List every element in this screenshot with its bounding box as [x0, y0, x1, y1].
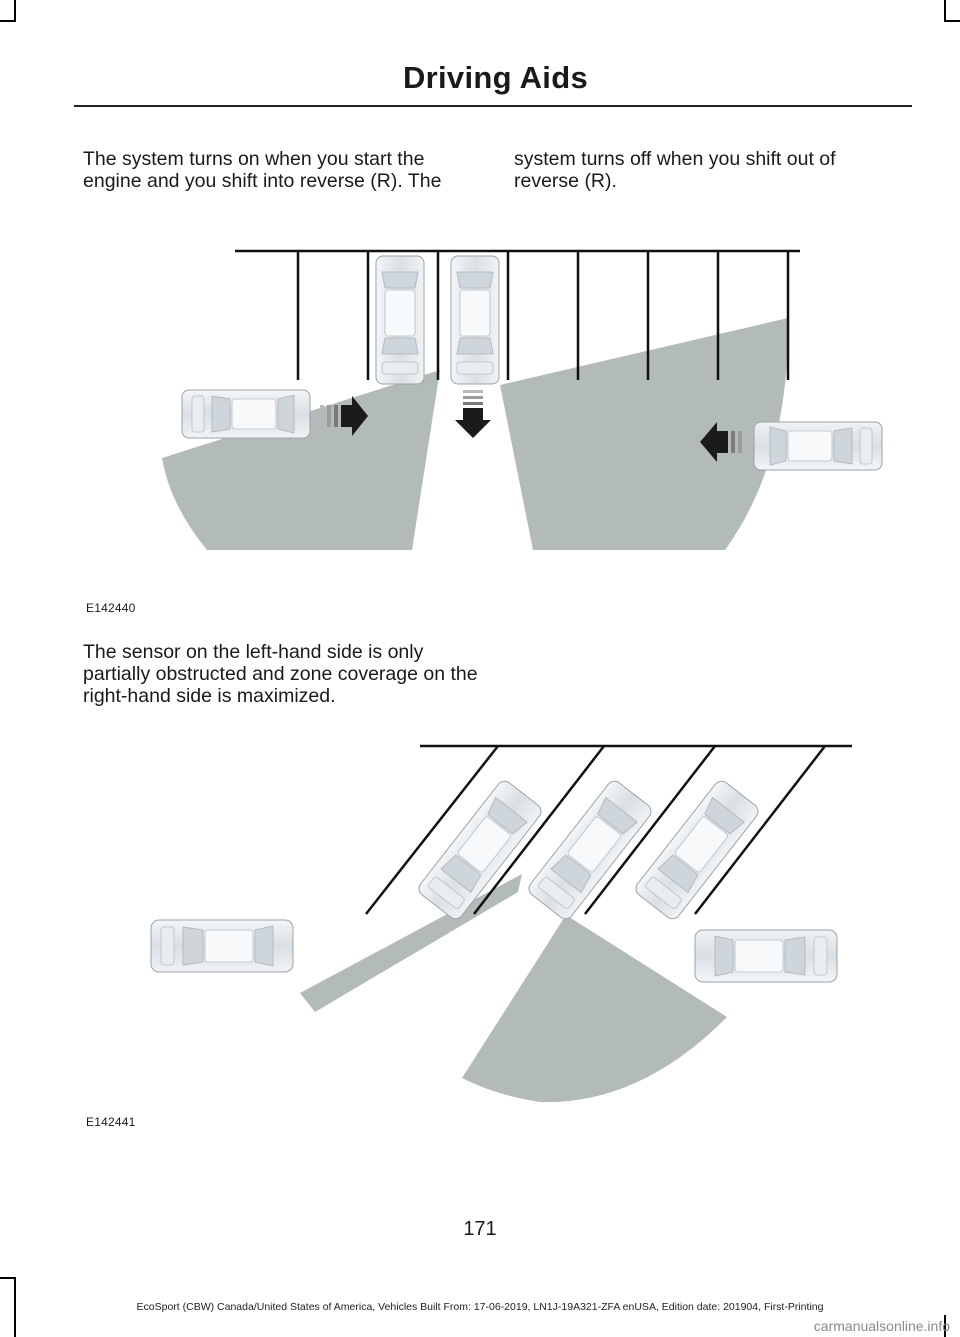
edition-footer: EcoSport (CBW) Canada/United States of A…	[136, 1301, 824, 1313]
arrow-left-icon	[700, 422, 749, 462]
arrow-down-icon	[455, 390, 491, 438]
paragraph-system-on: The system turns on when you start the e…	[83, 148, 442, 192]
stall-lines	[365, 745, 826, 915]
angled-parked-car	[632, 777, 762, 923]
approaching-car-right	[753, 421, 883, 471]
approaching-car-left	[181, 389, 311, 439]
crop-mark	[14, 1277, 16, 1337]
right-coverage-zone	[500, 318, 789, 550]
approaching-car-right	[694, 929, 838, 983]
crop-mark	[14, 0, 16, 22]
watermark: carmanualsonline.info	[813, 1318, 950, 1334]
stall-lines	[296, 251, 790, 380]
reversing-car	[450, 255, 500, 385]
figure-code: E142441	[86, 1115, 136, 1129]
left-coverage-zone	[162, 370, 440, 550]
crop-mark	[944, 20, 960, 22]
page-number: 171	[463, 1218, 497, 1240]
page-title: Driving Aids	[402, 60, 588, 95]
arrow-right-icon	[320, 396, 368, 436]
perpendicular-parking-diagram	[162, 249, 883, 550]
parked-car	[375, 255, 425, 385]
crop-mark	[0, 20, 16, 22]
right-coverage-zone	[462, 915, 727, 1103]
header-rule	[74, 105, 912, 107]
crop-mark	[944, 0, 946, 22]
crop-mark	[944, 1315, 946, 1337]
paragraph-sensor: The sensor on the left-hand side is only…	[83, 641, 478, 707]
figure-code: E142440	[86, 601, 136, 615]
crop-mark	[0, 1277, 16, 1279]
approaching-car-left	[150, 919, 294, 973]
paragraph-system-off: system turns off when you shift out of r…	[514, 148, 836, 192]
angled-parking-diagram	[150, 744, 852, 1103]
